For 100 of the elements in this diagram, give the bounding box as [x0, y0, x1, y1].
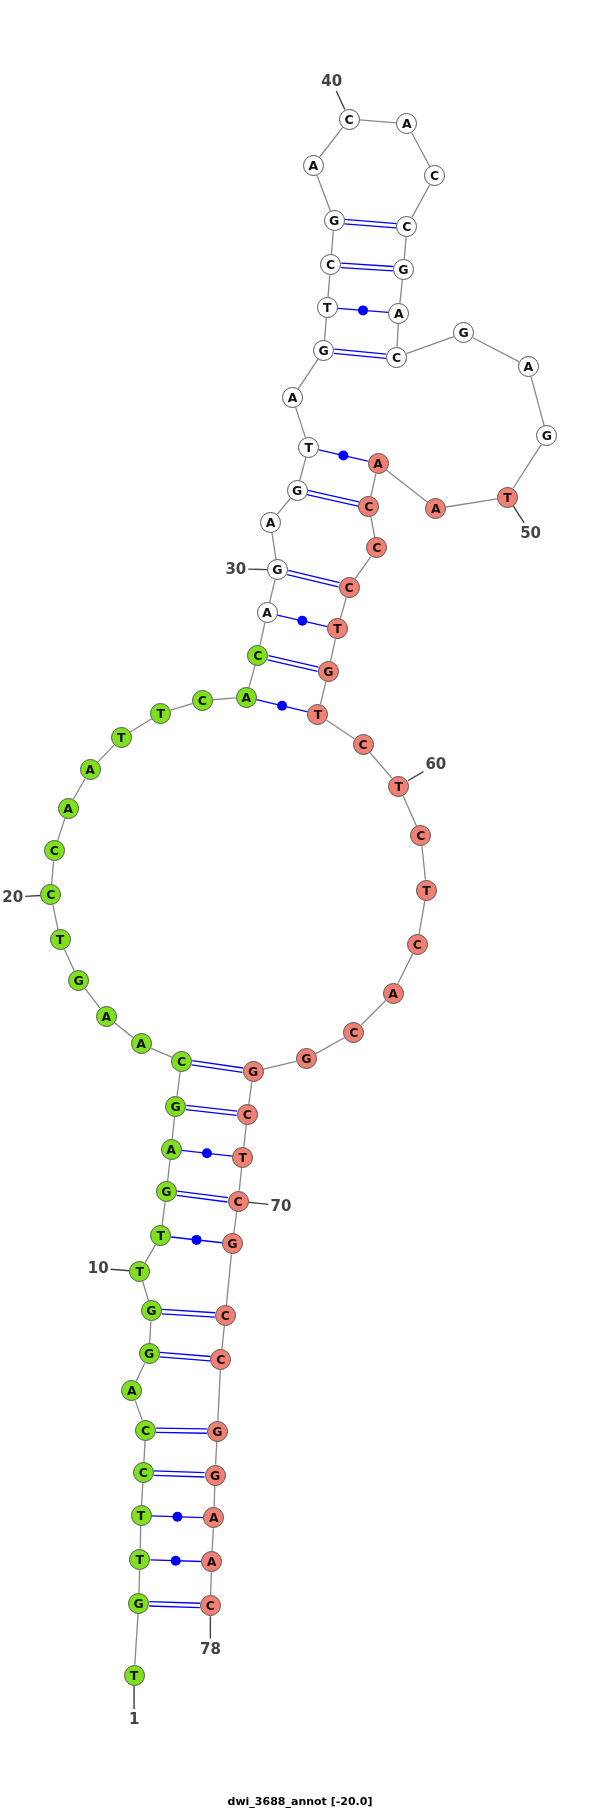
nucleotide-circle: C	[338, 576, 360, 598]
nucleotide-circle: A	[382, 982, 404, 1004]
nucleotide-circle: T	[110, 727, 132, 749]
nucleotide-circle: C	[210, 1349, 232, 1371]
backbone-line	[225, 1253, 232, 1306]
leader-line	[335, 90, 346, 111]
nucleotide-circle: C	[227, 1190, 249, 1212]
nucleotide-circle: G	[266, 559, 288, 581]
backbone-line	[140, 1482, 144, 1506]
nucleotide-circle: C	[132, 1462, 154, 1484]
leader-line	[247, 568, 268, 571]
nucleotide-circle: C	[410, 825, 432, 847]
backbone-line	[214, 1441, 218, 1466]
backbone-line	[268, 579, 276, 604]
nucleotide-circle: T	[327, 618, 349, 640]
backbone-line	[84, 988, 101, 1009]
backbone-line	[271, 532, 277, 561]
backbone-line	[262, 1060, 297, 1070]
backbone-line	[396, 323, 399, 348]
backbone-line	[149, 1320, 152, 1344]
backbone-line	[512, 444, 542, 489]
backbone-line	[370, 473, 377, 497]
nucleotide-circle: C	[396, 216, 418, 238]
nucleotide-circle: G	[242, 1061, 264, 1083]
nucleotide-circle: C	[135, 1419, 157, 1441]
backbone-line	[297, 358, 319, 390]
nucleotide-circle: T	[298, 436, 320, 458]
nucleotide-circle: C	[236, 1103, 258, 1125]
backbone-line	[233, 1210, 238, 1235]
backbone-line	[217, 1369, 221, 1422]
nucleotide-circle: G	[206, 1420, 228, 1442]
position-number: 10	[87, 1259, 109, 1278]
backbone-line	[360, 999, 387, 1026]
backbone-line	[421, 845, 427, 881]
backbone-line	[385, 469, 429, 503]
nucleotide-circle: C	[343, 1021, 365, 1043]
backbone-line	[354, 555, 372, 580]
leader-line	[209, 1615, 212, 1640]
backbone-line	[212, 697, 237, 701]
backbone-line	[176, 1071, 181, 1097]
nucleotide-circle: C	[424, 165, 446, 187]
nucleotide-circle: T	[232, 1146, 254, 1168]
backbone-line	[113, 1022, 134, 1038]
backbone-line	[276, 497, 292, 516]
backbone-line	[316, 174, 332, 212]
backbone-line	[142, 1281, 150, 1302]
backbone-line	[51, 860, 55, 885]
nucleotide-circle: G	[323, 210, 345, 232]
backbone-line	[370, 516, 376, 539]
nucleotide-circle: A	[517, 355, 539, 377]
nucleotide-circle: G	[204, 1464, 226, 1486]
nucleotide-circle: A	[256, 602, 278, 624]
backbone-line	[150, 1047, 173, 1058]
backbone-line	[402, 795, 418, 827]
nucleotide-circle: T	[49, 929, 71, 951]
backbone-line	[139, 1525, 142, 1550]
backbone-line	[397, 953, 414, 985]
backbone-line	[161, 1201, 166, 1227]
nucleotide-circle: T	[130, 1505, 152, 1527]
backbone-line	[329, 638, 336, 663]
nucleotide-circle: G	[128, 1592, 150, 1614]
nucleotide-circle: A	[121, 1380, 143, 1402]
leader-line	[407, 770, 425, 782]
nucleotide-circle: T	[307, 703, 329, 725]
nucleotide-circle: A	[388, 302, 410, 324]
leader-line	[24, 894, 42, 898]
leader-line	[247, 1201, 270, 1206]
backbone-line	[248, 1081, 253, 1105]
nucleotide-circle: A	[201, 1551, 223, 1573]
nucleotide-circle: A	[425, 498, 447, 520]
nucleotide-circle: C	[214, 1305, 236, 1327]
nucleotide-circle: C	[40, 884, 62, 906]
nucleotide-circle: A	[57, 797, 79, 819]
nucleotide-circle: G	[317, 661, 339, 683]
backbone-line	[399, 279, 403, 304]
backbone-line	[52, 904, 59, 931]
nucleotide-circle: A	[367, 453, 389, 475]
nucleotide-circle: C	[43, 840, 65, 862]
nucleotide-circle: A	[260, 512, 281, 534]
position-number: 78	[199, 1639, 221, 1658]
backbone-line	[238, 1167, 243, 1192]
backbone-line	[96, 744, 115, 764]
backbone-line	[411, 184, 431, 218]
backbone-line	[327, 274, 331, 298]
nucleotide-circle: C	[352, 734, 374, 755]
nucleotide-circle: T	[388, 775, 410, 797]
backbone-line	[314, 1036, 346, 1055]
backbone-line	[405, 335, 455, 355]
nucleotide-circle: T	[497, 486, 518, 508]
nucleotide-circle: G	[68, 969, 90, 991]
backbone-line	[221, 1325, 225, 1350]
nucleotide-circle: T	[150, 1225, 172, 1247]
position-number: 20	[2, 888, 24, 907]
nucleotide-circle: G	[221, 1233, 243, 1255]
nucleotide-circle: G	[155, 1181, 177, 1203]
nucleotide-circle: A	[396, 113, 418, 135]
leader-line	[133, 1684, 135, 1710]
nucleotide-circle: A	[160, 1138, 182, 1160]
nucleotide-circle: G	[295, 1048, 317, 1070]
nucleotide-circle: G	[313, 339, 335, 361]
